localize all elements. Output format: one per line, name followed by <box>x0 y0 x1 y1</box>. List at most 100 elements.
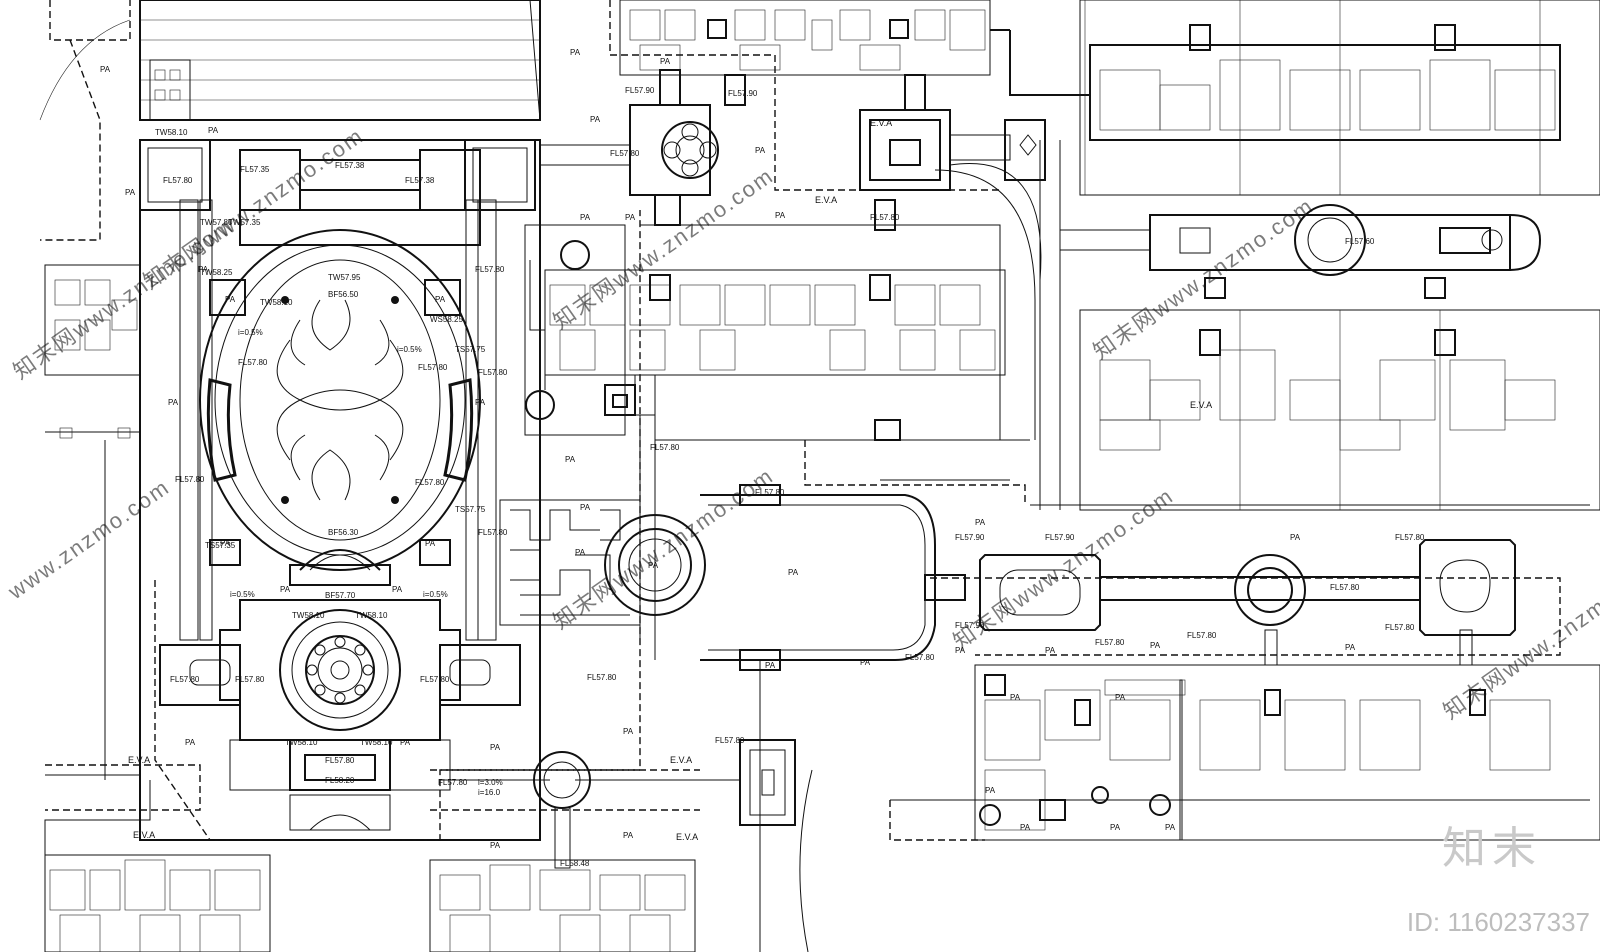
elevation-label: TW58.10 <box>360 738 393 747</box>
elevation-label: FL57.80 <box>587 673 617 682</box>
elevation-label: TW58.10 <box>292 611 325 620</box>
eva-label: E.V.A <box>133 830 155 840</box>
elevation-label: TW58.10 <box>155 128 188 137</box>
elevation-label: FL57.38 <box>405 176 435 185</box>
south-east-axis <box>930 504 1590 666</box>
eva-label: E.V.A <box>1190 400 1212 410</box>
elevation-label: BF57.70 <box>325 591 356 600</box>
elevation-label: FL57.80 <box>1395 533 1425 542</box>
document-id: ID: 1160237337 <box>1406 907 1590 937</box>
elevation-label: FL57.80 <box>415 478 445 487</box>
elevation-label: FL57.80 <box>755 488 785 497</box>
elevation-label: FL57.38 <box>335 161 365 170</box>
pa-label: PA <box>1115 693 1126 702</box>
elevation-label: TW58.10 <box>355 611 388 620</box>
elevation-label: FL57.80 <box>438 778 468 787</box>
elevation-label: i=0.5% <box>238 328 263 337</box>
maze-garden <box>499 499 641 626</box>
elevation-label: TW57.80 <box>200 218 233 227</box>
pa-label: PA <box>1290 533 1301 542</box>
eva-label: E.V.A <box>870 118 892 128</box>
elevation-label: i=0.5% <box>397 345 422 354</box>
watermark-text: 知末网www.znzmo.com <box>949 483 1179 654</box>
elevation-label: TW58.10 <box>260 298 293 307</box>
elevation-label: TS57.35 <box>205 541 236 550</box>
pa-label: PA <box>660 57 671 66</box>
pa-label: PA <box>400 738 411 747</box>
eva-label: E.V.A <box>815 195 837 205</box>
pa-label: PA <box>1020 823 1031 832</box>
elevation-label: FL57.80 <box>1385 623 1415 632</box>
pa-label: PA <box>1110 823 1121 832</box>
elevation-label: TW57.95 <box>328 273 361 282</box>
south-west-building <box>44 854 271 952</box>
elevation-label: FL57.80 <box>235 675 265 684</box>
pa-label: PA <box>220 539 231 548</box>
elevation-label: FL57.80 <box>1330 583 1360 592</box>
elevation-label: FL57.80 <box>478 528 508 537</box>
pa-label: PA <box>565 455 576 464</box>
elevation-label: FL57.80 <box>1187 631 1217 640</box>
south-central-building <box>429 859 696 952</box>
elevation-label: FL57.80 <box>175 475 205 484</box>
elevation-label: FL57.80 <box>475 265 505 274</box>
middle-building-row <box>524 224 1006 436</box>
pa-label: PA <box>168 398 179 407</box>
pa-label: PA <box>623 831 634 840</box>
east-building <box>1079 309 1600 511</box>
elevation-label: FL57.80 <box>478 368 508 377</box>
pa-label: PA <box>1165 823 1176 832</box>
elevation-label: FL57.90 <box>955 621 985 630</box>
pa-label: PA <box>1345 643 1356 652</box>
pa-label: PA <box>1010 693 1021 702</box>
pa-label: PA <box>490 743 501 752</box>
elevation-label: TS57.75 <box>455 345 486 354</box>
pa-label: PA <box>755 146 766 155</box>
north-east-building <box>990 0 1600 196</box>
elevation-label: BF56.30 <box>328 528 359 537</box>
elevation-label: FL57.80 <box>1095 638 1125 647</box>
pa-label: PA <box>208 126 219 135</box>
elevation-label: BF56.50 <box>328 290 359 299</box>
pa-label: PA <box>100 65 111 74</box>
eva-label: E.V.A <box>128 755 150 765</box>
elevation-label: FL57.80 <box>163 176 193 185</box>
eva-label: E.V.A <box>670 755 692 765</box>
elevation-label: TW58.10 <box>285 738 318 747</box>
pa-label: PA <box>860 658 871 667</box>
pa-label: PA <box>575 548 586 557</box>
elevation-label: FL57.90 <box>728 89 758 98</box>
elevation-label: FL57.80 <box>325 756 355 765</box>
labels-layer: PA PA PA PA PA PA PA PA PA PA PA PA PA P… <box>100 48 1425 868</box>
elevation-label: WS58.25 <box>430 315 463 324</box>
central-plaza <box>139 139 641 841</box>
brand-logo-text: 知末 <box>1442 823 1542 874</box>
elevation-label: FL58.48 <box>560 859 590 868</box>
pa-label: PA <box>765 661 776 670</box>
pa-label: PA <box>580 213 591 222</box>
elevation-label: FL57.80 <box>418 363 448 372</box>
watermark-text: 知末网www.znzmo.com <box>549 163 779 334</box>
south-east-building <box>889 664 1600 841</box>
elevation-label: FL57.80 <box>170 675 200 684</box>
pa-label: PA <box>570 48 581 57</box>
pa-label: PA <box>475 398 486 407</box>
elevation-label: FL57.80 <box>870 213 900 222</box>
elevation-label: FL57.80 <box>420 675 450 684</box>
pa-label: PA <box>985 786 996 795</box>
elevation-label: i=0.5% <box>423 590 448 599</box>
pa-label: PA <box>185 738 196 747</box>
pa-label: PA <box>623 727 634 736</box>
elevation-label: TW57.35 <box>228 218 261 227</box>
north-central-building <box>609 0 1000 191</box>
elevation-label: FL57.80 <box>238 358 268 367</box>
elevation-label: FL57.80 <box>610 149 640 158</box>
pa-label: PA <box>490 841 501 850</box>
elevation-label: FL57.80 <box>650 443 680 452</box>
east-axis <box>1039 140 1542 510</box>
elevation-label: FL58.20 <box>325 776 355 785</box>
watermark-text: 知末网www.znzmo.com <box>1089 193 1319 364</box>
elevation-label: FL57.90 <box>1045 533 1075 542</box>
pa-label: PA <box>590 115 601 124</box>
